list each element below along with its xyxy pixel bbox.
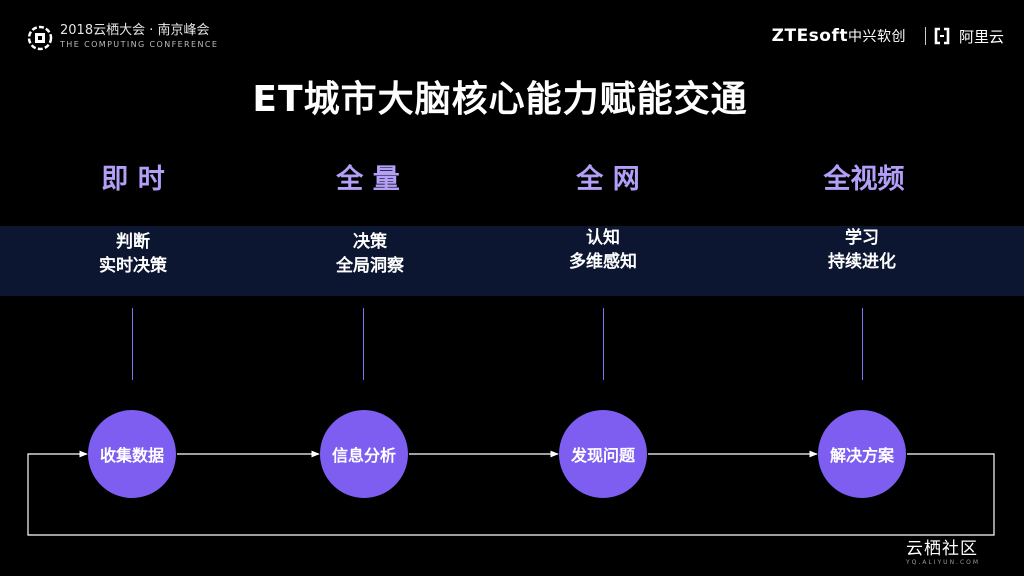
capability-desc-1: 判断 实时决策 <box>33 230 233 278</box>
connector-line-2 <box>363 308 364 380</box>
capability-heading-4: 全视频 <box>823 164 905 195</box>
capability-heading-1: 即 时 <box>101 164 165 195</box>
capability-desc-1-line1: 判断 <box>116 232 150 252</box>
page-title: ET城市大脑核心能力赋能交通 <box>252 79 748 120</box>
watermark-cn: 云栖社区 <box>906 539 978 559</box>
connector-line-3 <box>603 308 604 380</box>
capability-band <box>0 226 1024 296</box>
aliyun-logo-icon <box>934 27 950 45</box>
capability-desc-3-line2: 多维感知 <box>569 252 637 272</box>
brand-divider <box>925 27 926 45</box>
capability-desc-1-line2: 实时决策 <box>99 256 167 276</box>
cycle-step-find-problem: 发现问题 <box>559 410 647 498</box>
conference-subtitle: THE COMPUTING CONFERENCE <box>60 40 219 49</box>
connector-line-1 <box>132 308 133 380</box>
capability-desc-2: 决策 全局洞察 <box>270 230 470 278</box>
zte-brand-latin: ZTEsoft <box>771 26 848 46</box>
cycle-step-analyze-info: 信息分析 <box>320 410 408 498</box>
capability-heading-2: 全 量 <box>336 164 400 195</box>
capability-heading-3: 全 网 <box>576 164 640 195</box>
capability-desc-4-line1: 学习 <box>845 228 879 248</box>
capability-desc-3: 认知 多维感知 <box>503 226 703 274</box>
capability-desc-4: 学习 持续进化 <box>762 226 962 274</box>
zte-brand-cn: 中兴软创 <box>848 29 906 45</box>
watermark: 云栖社区 YQ.ALIYUN.COM <box>906 539 980 567</box>
zte-brand-logo: ZTEsoft中兴软创 <box>772 26 906 46</box>
cycle-step-solution: 解决方案 <box>818 410 906 498</box>
capability-desc-3-line1: 认知 <box>586 228 620 248</box>
connector-line-4 <box>862 308 863 380</box>
cycle-step-collect-data: 收集数据 <box>88 410 176 498</box>
capability-desc-2-line1: 决策 <box>353 232 387 252</box>
conference-title: 2018云栖大会 · 南京峰会 THE COMPUTING CONFERENCE <box>60 23 218 50</box>
aliyun-brand-text: 阿里云 <box>958 28 1004 46</box>
capability-desc-4-line2: 持续进化 <box>828 252 896 272</box>
conference-logo-icon <box>27 25 53 51</box>
watermark-en: YQ.ALIYUN.COM <box>906 559 981 566</box>
conference-name: 2018云栖大会 · 南京峰会 <box>60 23 210 38</box>
capability-desc-2-line2: 全局洞察 <box>336 256 404 276</box>
